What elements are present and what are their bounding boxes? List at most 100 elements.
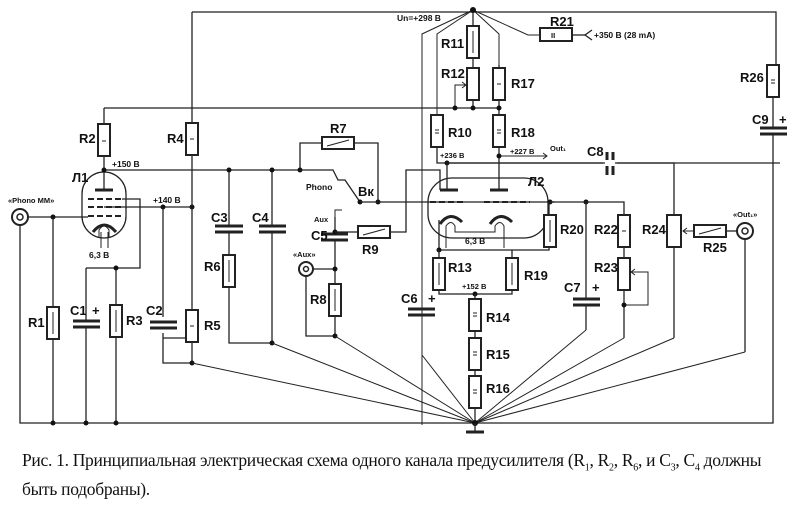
resistor-R5: R5 [185,309,221,363]
caption-sub: 6 [633,462,638,474]
label-C6: C6 [401,291,418,306]
label-R10: R10 [448,125,472,140]
resistor-R21: II R21 +350 В (28 mA) [539,14,655,42]
label-R21: R21 [550,14,574,29]
label-R13: R13 [448,260,472,275]
jack-phono-mm[interactable]: «Phono MM» [8,196,54,226]
resistor-R16: R16 [468,375,510,409]
schematic: II R21 +350 В (28 mA) Un=+298 В R11 R12 … [8,7,787,434]
label-R23: R23 [594,260,618,275]
label-R1: R1 [28,315,45,330]
polarity-C7: + [592,280,600,295]
ground-symbol [466,420,484,434]
selector-switch-Vk[interactable]: Phono Вк Aux [300,169,381,224]
label-R6: R6 [204,259,221,274]
voltage-150: +150 В [112,159,140,169]
capacitor-C7: C7 + [564,202,600,330]
heater1-voltage: 6,3 В [89,250,109,260]
caption-text: Рис. 1. Принципиальная электрическая схе… [22,450,585,470]
label-R3: R3 [126,313,143,328]
resistor-R2: R2 [79,123,111,157]
supply-node [470,7,476,13]
label-R7: R7 [330,121,347,136]
label-C8: C8 [587,144,604,159]
resistor-R1: R1 [28,217,60,423]
label-phono-mm: «Phono MM» [8,196,54,205]
label-R14: R14 [486,310,511,325]
capacitor-C6: C6 + [401,291,436,317]
resistor-R19: R19 [505,250,548,291]
polarity-C6: + [428,291,436,306]
label-R17: R17 [511,76,535,91]
label-R16: R16 [486,381,510,396]
polarity-C9: + [779,112,787,127]
resistor-R20: R20 [543,214,584,248]
label-R24: R24 [642,222,667,237]
resistor-R26: R26 [740,64,780,128]
caption-text: , R [613,450,634,470]
resistor-R14: R14 [468,298,511,332]
caption-sub: 4 [694,462,700,474]
resistor-R8: R8 [310,283,342,336]
label-R19: R19 [524,268,548,283]
resistor-R9: R9 [335,169,441,257]
caption-text: , и C [637,450,671,470]
voltage-152: +152 В [462,282,487,291]
resistor-R15: R15 [468,337,510,371]
label-R26: R26 [740,70,764,85]
capacitor-C1: C1 + [70,268,100,423]
resistor-R11: R11 [441,25,480,68]
resistor-R18: R18 [492,114,535,190]
label-R15: R15 [486,347,510,362]
out1-tap-label: Out₁ [550,144,566,153]
label-R9: R9 [362,242,379,257]
label-out1-jack: «Out₁» [733,210,757,219]
label-C2: C2 [146,303,163,318]
label-C9: C9 [752,112,769,127]
resistor-R3: R3 [109,268,143,423]
svg-text:II: II [551,31,555,40]
switch-phono-label: Phono [306,182,332,192]
figure-caption: Рис. 1. Принципиальная электрическая схе… [22,450,792,500]
label-R12: R12 [441,66,465,81]
label-R2: R2 [79,131,96,146]
capacitor-C5: C5 [311,217,348,284]
label-switch-Vk: Вк [358,184,374,199]
label-R11: R11 [441,36,464,51]
caption-text: , R [589,450,609,470]
capacitor-C4: C4 [252,170,286,343]
label-R5: R5 [204,318,221,333]
potentiometer-R24-volume[interactable]: R24 [642,214,694,338]
capacitor-C9: C9 + [480,112,787,424]
voltage-140: +140 В [153,195,181,205]
capacitor-C8: C8 [587,144,615,175]
label-C1: C1 [70,303,87,318]
resistor-R17: R17 [492,65,535,115]
heater2-voltage: 6,3 В [465,236,485,246]
resistor-R4: R4 [167,122,199,310]
polarity-C1: + [92,303,100,318]
resistor-R22: R22 [594,214,631,258]
supply-voltage-label: Un=+298 В [397,13,441,23]
label-R8: R8 [310,292,327,307]
label-C7: C7 [564,280,581,295]
label-R22: R22 [594,222,618,237]
supply-rail [103,7,777,425]
label-R4: R4 [167,131,184,146]
label-R25: R25 [703,240,727,255]
potentiometer-R12: R12 [441,66,480,108]
resistor-R7: R7 [299,121,379,202]
caption-sub: 2 [609,462,614,474]
resistor-R6: R6 [204,254,272,344]
label-L2: Л2 [528,174,544,189]
potentiometer-R23[interactable]: R23 [594,257,649,338]
jack-aux[interactable]: «Aux» [293,250,316,277]
voltage-227: +227 В [510,147,535,156]
jack-out1[interactable]: «Out₁» [733,210,757,240]
label-R18: R18 [511,125,535,140]
caption-sub: 1 [584,462,590,474]
capacitor-C3: C3 [211,170,243,255]
label-C3: C3 [211,210,228,225]
label-L1: Л1 [72,170,88,185]
resistor-R25: R25 [693,224,737,255]
